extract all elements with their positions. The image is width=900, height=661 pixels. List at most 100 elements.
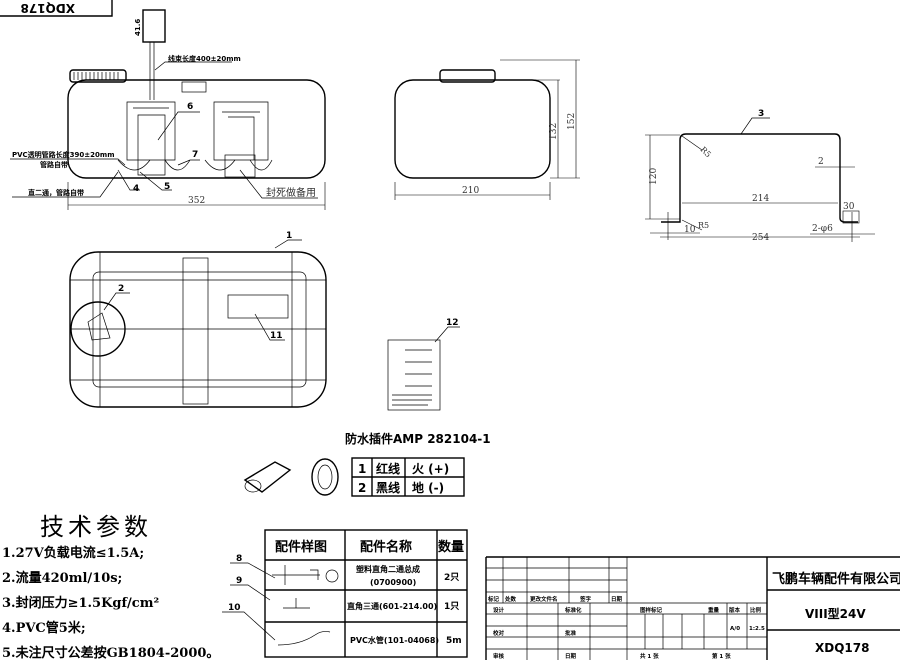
callout-9: 9: [236, 576, 242, 586]
tee-fitting-drawing: [283, 598, 310, 609]
side-cap-icon: [439, 69, 496, 83]
label-card: 12: [387, 318, 460, 411]
tech-item-5: 5.未注尺寸公差按GB1804-2000。: [2, 646, 220, 661]
callout-7: 7: [192, 150, 198, 160]
dim-thickness-2: 2: [818, 157, 824, 167]
title-block: 标记 处数 更改文件名 签字 日期 设计 标准化 校对 批准 审核 日期 图样标…: [485, 556, 900, 660]
row-10-name: PVC水管(101-04068): [350, 635, 439, 645]
pin-2-no: 2: [358, 481, 366, 495]
tech-item-4: 4.PVC管5米;: [2, 621, 86, 636]
callout-2: 2: [118, 284, 124, 294]
callout-4: 4: [133, 184, 139, 194]
callout-6: 6: [187, 102, 193, 112]
callout-12: 12: [446, 318, 459, 328]
pin-1-no: 1: [358, 462, 366, 476]
role-approve: 批准: [565, 629, 577, 637]
model-name: VIII型24V: [805, 606, 866, 621]
row-8-name: 塑料直角二通总成: [356, 564, 420, 574]
info-scale: 比例: [750, 606, 762, 614]
role-check: 校对: [493, 629, 505, 637]
elbow-end-icon: [325, 569, 339, 583]
straight-fitting-label: 直二通，管路自带: [28, 188, 84, 197]
connector-height-dim: 41.6: [134, 19, 142, 36]
sealed-label: 封死做备用: [266, 186, 316, 199]
pin-2-func: 地 (-): [412, 480, 444, 495]
connector-face-icon: [311, 458, 339, 496]
role-standard: 标准化: [564, 606, 582, 614]
connector-plug-icon: [142, 9, 166, 43]
dim-152: 152: [567, 113, 577, 130]
radius-bottom: R5: [698, 221, 709, 230]
rev-doc: 更改文件名: [530, 595, 558, 603]
version-value: A/0: [730, 626, 740, 632]
dim-holes: 2-φ6: [812, 224, 833, 234]
width-dim-352: 352: [188, 196, 205, 206]
role-date: 日期: [565, 652, 577, 660]
callout-1: 1: [286, 231, 292, 241]
top-view: 1 2 11: [69, 231, 327, 408]
callout-5: 5: [164, 182, 170, 192]
dim-214: 214: [752, 194, 769, 204]
front-view: 41.6 线束长度400±20mm 6 7 5 4 PVC透明管路长度390±2…: [10, 9, 326, 210]
dim-254: 254: [752, 233, 769, 243]
info-weight: 重量: [708, 606, 720, 614]
dim-10: 10: [684, 225, 696, 235]
harness-length-label: 线束长度400±20mm: [168, 54, 241, 63]
role-design: 设计: [493, 606, 505, 614]
sheet-number: 第 1 张: [712, 652, 731, 660]
pin-2-wire: 黑线: [376, 480, 400, 495]
callout-10: 10: [228, 603, 241, 613]
dim-210: 210: [462, 186, 479, 196]
nameplate: [227, 294, 289, 319]
connector-plug-drawing: [244, 479, 262, 493]
cap-icon: [69, 69, 127, 83]
connector-title: 防水插件AMP 282104-1: [345, 431, 491, 446]
tech-item-3: 3.封闭压力≥1.5Kgf/cm²: [2, 596, 160, 611]
rev-sign: 签字: [579, 595, 592, 603]
role-review: 审核: [493, 652, 505, 660]
callout-8: 8: [236, 554, 242, 564]
callout-11: 11: [270, 331, 283, 341]
row-9-qty: 1只: [444, 601, 459, 612]
pin-table: 1 红线 火 (+) 2 黑线 地 (-): [351, 457, 465, 497]
header-qty: 数量: [438, 539, 464, 555]
flipped-drawing-number: XDQ178: [21, 1, 75, 15]
row-9-name: 直角三通(601-214.00): [347, 601, 437, 611]
info-drawing-mark: 图样标记: [640, 606, 663, 614]
pvc-sub-label: 管路自带: [40, 160, 68, 169]
row-10-qty: 5m: [446, 636, 462, 646]
pin-1-wire: 红线: [376, 461, 400, 476]
row-8-code: (0700900): [370, 578, 416, 587]
dim-120: 120: [649, 168, 659, 185]
elbow-fitting-drawing: [272, 565, 320, 585]
tech-title: 技术参数: [40, 513, 152, 541]
total-sheets: 共 1 张: [640, 652, 659, 660]
tech-item-2: 2.流量420ml/10s;: [2, 571, 123, 586]
filler-cap-icon: [70, 301, 126, 357]
rev-count: 处数: [504, 595, 517, 603]
callout-3: 3: [758, 109, 764, 119]
pin-1-func: 火 (+): [412, 462, 449, 476]
side-view: 132 152 210: [394, 59, 580, 200]
rev-date: 日期: [611, 595, 623, 603]
rev-mark: 标记: [487, 595, 500, 603]
dim-132: 132: [549, 123, 559, 140]
drawing-number: XDQ178: [815, 641, 869, 655]
radius-top: R5: [699, 145, 713, 159]
pvc-hose-drawing: [277, 631, 331, 646]
info-version: 版本: [728, 606, 741, 614]
company-name: 飞鹏车辆配件有限公司: [772, 571, 900, 587]
bracket-view: 3 120 R5 2 214 30 R5 10 2-φ6 254: [645, 109, 875, 243]
row-8-qty: 2只: [444, 572, 459, 583]
connector-section: 防水插件AMP 282104-1 1 红线 火 (+) 2 黑线 地 (-): [243, 431, 491, 497]
header-sample: 配件样图: [275, 539, 327, 555]
tech-item-1: 1.27V负载电流≤1.5A;: [2, 546, 145, 561]
pvc-length-label: PVC透明管路长度390±20mm: [12, 150, 115, 159]
header-name: 配件名称: [360, 539, 412, 555]
dim-30: 30: [843, 202, 855, 212]
tank-body: [67, 79, 326, 179]
parts-table: 配件样图 配件名称 数量 塑料直角二通总成 (0700900) 2只 直角三通(…: [222, 529, 468, 658]
flipped-number-box: XDQ178: [0, 0, 113, 17]
scale-value: 1:2.5: [749, 626, 765, 632]
